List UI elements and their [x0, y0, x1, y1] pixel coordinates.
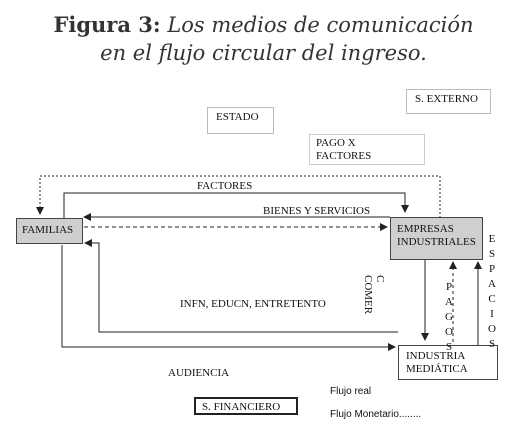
- arrow-factores: [63, 192, 409, 218]
- arrow-audiencia: [61, 245, 396, 351]
- legend-flujo-monetario: Flujo Monetario........: [330, 409, 422, 420]
- label-comerc-2: C: [374, 275, 386, 282]
- pagos-letter: S: [445, 341, 453, 353]
- label-comerc-line2: C: [374, 275, 386, 283]
- label-comerc-line1: COMER: [362, 275, 374, 315]
- espacios-letter: I: [490, 308, 494, 320]
- label-bienes-servicios: BIENES Y SERVICIOS: [263, 205, 371, 217]
- pagos-letter: G: [445, 311, 453, 323]
- espacios-letter: A: [488, 278, 496, 290]
- label-comerc: COMER: [362, 275, 374, 314]
- node-sector-externo: S. EXTERNO: [406, 89, 491, 114]
- pagos-letter: A: [445, 296, 453, 308]
- legend-flujo-real: Flujo real: [330, 386, 372, 397]
- node-industria-mediatica: INDUSTRIA MEDIÁTICA: [398, 345, 498, 380]
- espacios-letter: E: [488, 233, 496, 245]
- figure-title-line2: en el flujo circular del ingreso.: [0, 40, 527, 66]
- espacios-letter: S: [488, 338, 496, 350]
- label-informacion: INFN, EDUCN, ENTRETENTO: [180, 298, 326, 310]
- pagos-letter: O: [445, 326, 453, 338]
- node-empresas-industriales: EMPRESAS INDUSTRIALES: [390, 217, 483, 260]
- figure-caption-line1: Los medios de comunicación: [167, 13, 474, 37]
- pago-factores-line2: FACTORES: [316, 150, 372, 162]
- figure-number: Figura 3:: [53, 12, 161, 37]
- node-familias: FAMILIAS: [16, 218, 83, 244]
- empresas-line2: INDUSTRIALES: [397, 236, 476, 248]
- mediatica-line1: INDUSTRIA: [406, 350, 466, 362]
- node-sector-financiero: S. FINANCIERO: [194, 397, 298, 415]
- node-estado: ESTADO: [207, 107, 274, 134]
- pagos-letter: P: [445, 281, 453, 293]
- arrow-pago-factores: [36, 175, 441, 218]
- empresas-line1: EMPRESAS: [397, 223, 454, 235]
- label-factores: FACTORES: [197, 180, 253, 192]
- espacios-letter: O: [488, 323, 496, 335]
- figure-title-line1: Figura 3: Los medios de comunicación: [0, 12, 527, 38]
- arrow-informacion: [84, 239, 398, 333]
- pago-factores-box: PAGO X FACTORES: [309, 134, 425, 165]
- espacios-letter: C: [488, 293, 496, 305]
- espacios-letter: P: [488, 263, 496, 275]
- espacios-letter: S: [488, 248, 496, 260]
- figure-caption-line2: en el flujo circular del ingreso.: [100, 41, 427, 65]
- mediatica-line2: MEDIÁTICA: [406, 363, 468, 375]
- pago-factores-line1: PAGO X: [316, 137, 356, 149]
- label-audiencia: AUDIENCIA: [168, 367, 230, 379]
